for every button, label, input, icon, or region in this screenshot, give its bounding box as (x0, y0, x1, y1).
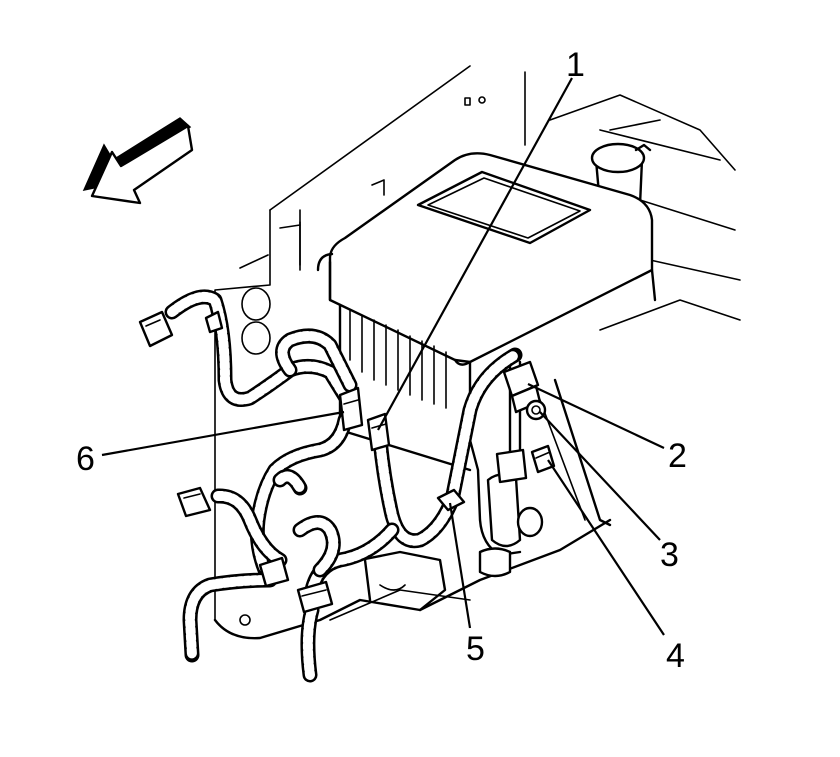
leader-line-2 (527, 383, 665, 449)
callouts: 1 2 3 4 5 6 (76, 46, 687, 675)
wiring-harness (164, 289, 523, 683)
callout-1: 1 (566, 46, 585, 84)
leader-line-1 (377, 77, 573, 431)
leader-line-4 (547, 459, 665, 636)
leader-line-3 (539, 411, 661, 541)
connector-1 (366, 412, 391, 452)
connector-2 (502, 360, 542, 414)
callout-4: 4 (666, 637, 685, 675)
callout-6: 6 (76, 440, 95, 478)
callout-5: 5 (466, 630, 485, 668)
connector-5 (436, 488, 466, 512)
connector-lower (258, 556, 334, 614)
callout-2: 2 (668, 437, 687, 475)
front-direction-arrow-icon (82, 117, 194, 205)
leader-line-6 (101, 410, 345, 457)
connector-upper-left (138, 310, 224, 348)
floor-pan (213, 378, 612, 640)
connector-4 (530, 444, 556, 474)
connector-left-mid (176, 486, 212, 518)
body-panel (214, 65, 741, 621)
leader-line-5 (448, 502, 472, 629)
leader-lines (101, 77, 665, 636)
connector-6 (338, 386, 364, 432)
callout-3: 3 (660, 536, 679, 574)
engine-cover (316, 152, 657, 472)
connector-3 (525, 399, 547, 421)
